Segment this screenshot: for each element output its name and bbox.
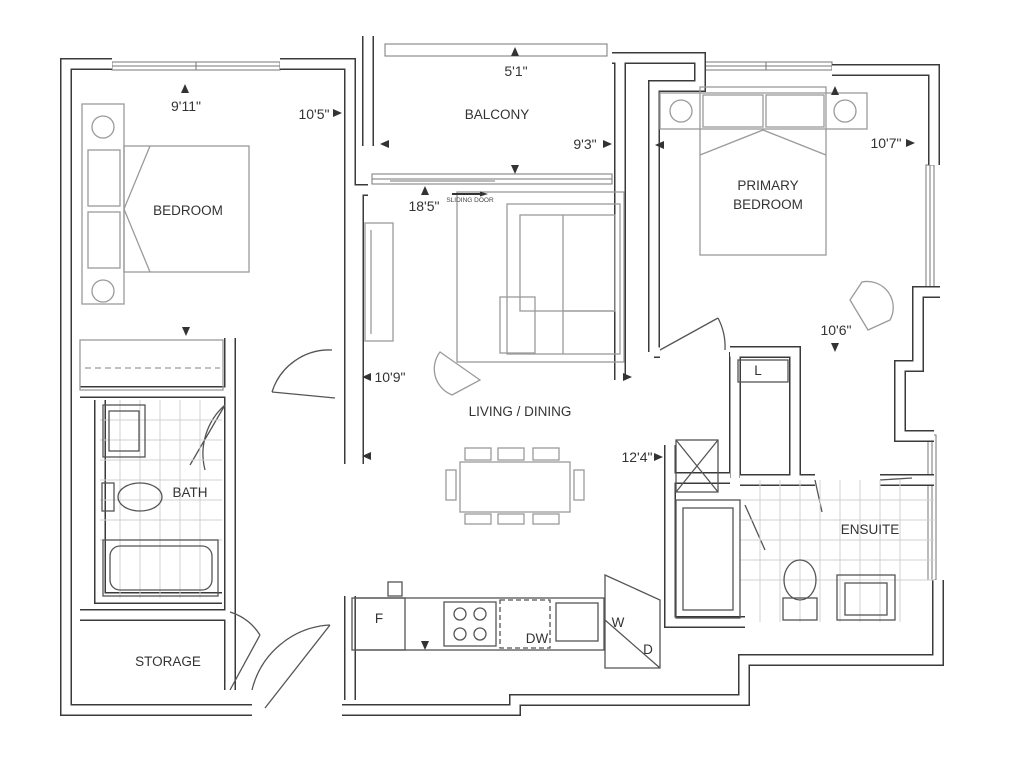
room-label-storage: STORAGE — [135, 654, 201, 669]
room-label-living: LIVING / DINING — [469, 404, 572, 419]
kitchen — [351, 573, 661, 669]
room-label-bedroom: BEDROOM — [153, 203, 223, 218]
dim-balcony-depth: 5'1" — [504, 63, 527, 79]
bedroom-furniture — [79, 103, 250, 391]
washer-label: W — [612, 615, 625, 630]
dim-bedroom-depth: 10'5" — [298, 106, 329, 122]
dishwasher-label: DW — [526, 631, 549, 646]
bath-fixtures — [100, 359, 934, 622]
sliding-door-label: SLIDING DOOR — [446, 197, 494, 204]
dim-living-width: 10'9" — [374, 369, 405, 385]
dim-primary-width: 10'7" — [870, 135, 901, 151]
dim-primary-depth: 10'6" — [820, 322, 851, 338]
dryer-label: D — [643, 642, 653, 657]
primary-furniture — [659, 86, 894, 331]
dimension-arrows — [181, 47, 915, 650]
room-label-primary-2: BEDROOM — [733, 197, 803, 212]
room-label-primary-1: PRIMARY — [737, 178, 798, 193]
walls — [60, 36, 944, 716]
linen-closet-label: L — [754, 363, 762, 378]
room-label-balcony: BALCONY — [465, 107, 530, 122]
dim-living-length: 18'5" — [408, 198, 439, 214]
living-furniture — [364, 191, 625, 525]
fridge-label: F — [375, 611, 383, 626]
doors — [189, 317, 913, 709]
room-label-ensuite: ENSUITE — [841, 522, 900, 537]
dim-balcony-width: 9'3" — [573, 136, 596, 152]
dim-kitchen-width: 12'4" — [621, 449, 652, 465]
dim-bedroom-width: 9'11" — [171, 98, 201, 114]
room-label-bath: BATH — [172, 485, 207, 500]
